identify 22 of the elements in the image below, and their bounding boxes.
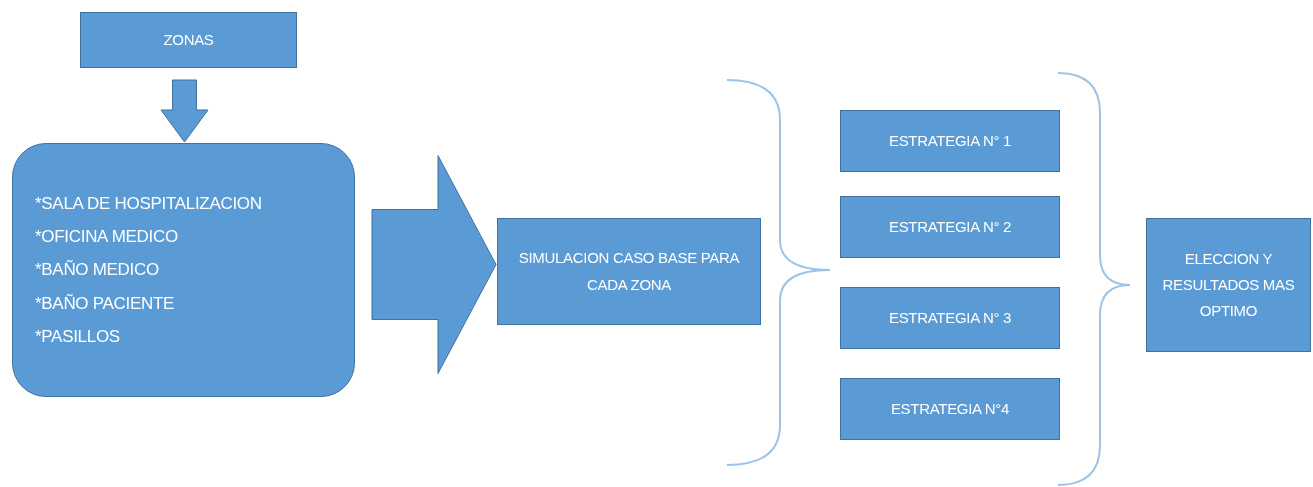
list-item: *OFICINA MEDICO [35,226,178,249]
box-label: ESTRATEGIA N° 2 [888,216,1012,237]
list-item: *BAÑO MEDICO [35,259,159,282]
process-box [840,110,1060,172]
box-label: ESTRATEGIA N° 1 [888,130,1012,151]
list-item: *PASILLOS [35,325,120,348]
block-arrow [160,79,209,143]
rounded-box [12,143,355,397]
box-label: ESTRATEGIA N° 3 [888,307,1012,328]
process-box [840,287,1060,349]
block-arrow [371,155,497,374]
list-item: *SALA DE HOSPITALIZACION [35,193,262,216]
box-label: ELECCION Y RESULTADOS MAS OPTIMO [1161,248,1296,322]
process-box [497,218,761,325]
process-box [840,196,1060,258]
box-label: SIMULACION CASO BASE PARA CADA ZONA [517,248,741,295]
process-box [840,378,1060,440]
process-box [1146,218,1311,352]
box-label: ZONAS [163,29,214,50]
process-box [80,12,297,68]
list-item: *BAÑO PACIENTE [35,292,175,315]
box-label: ESTRATEGIA N°4 [890,398,1010,419]
